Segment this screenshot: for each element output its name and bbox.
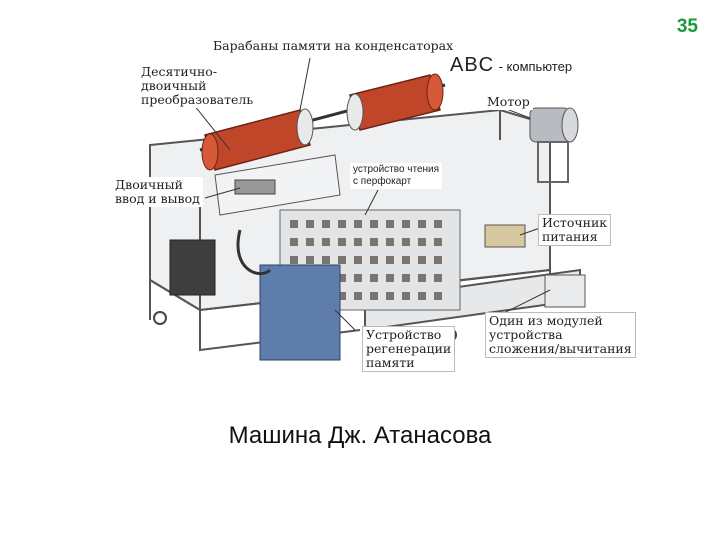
label-card-reader: устройство чтения с перфокарт <box>350 163 442 189</box>
label-memory-drums: Барабаны памяти на конденсаторах <box>210 38 456 54</box>
abc-title: ABC - компьютер <box>450 54 572 77</box>
black-cabinet <box>170 240 215 295</box>
motor-unit <box>530 108 578 182</box>
wheel-icon <box>154 312 166 324</box>
label-binary-io: Двоичный ввод и вывод <box>112 177 203 207</box>
abc-suffix: - компьютер <box>499 59 573 74</box>
label-motor: Мотор <box>484 94 533 110</box>
label-converter: Десятично- двоичный преобразователь <box>138 64 256 108</box>
abc-machine-illustration: Барабаны памяти на конденсаторах ABC - к… <box>110 30 640 380</box>
label-regeneration: Устройство регенерации памяти <box>362 326 455 372</box>
label-adder-module: Один из модулей устройства сложения/вычи… <box>485 312 636 358</box>
regeneration-cabinet <box>260 265 340 360</box>
abc-name: ABC <box>450 54 494 76</box>
slide-caption: Машина Дж. Атанасова <box>0 422 720 450</box>
adder-module-box <box>545 275 585 307</box>
label-power-supply: Источник питания <box>538 214 611 246</box>
slide-number: 35 <box>677 16 698 38</box>
power-supply-box <box>485 225 525 247</box>
